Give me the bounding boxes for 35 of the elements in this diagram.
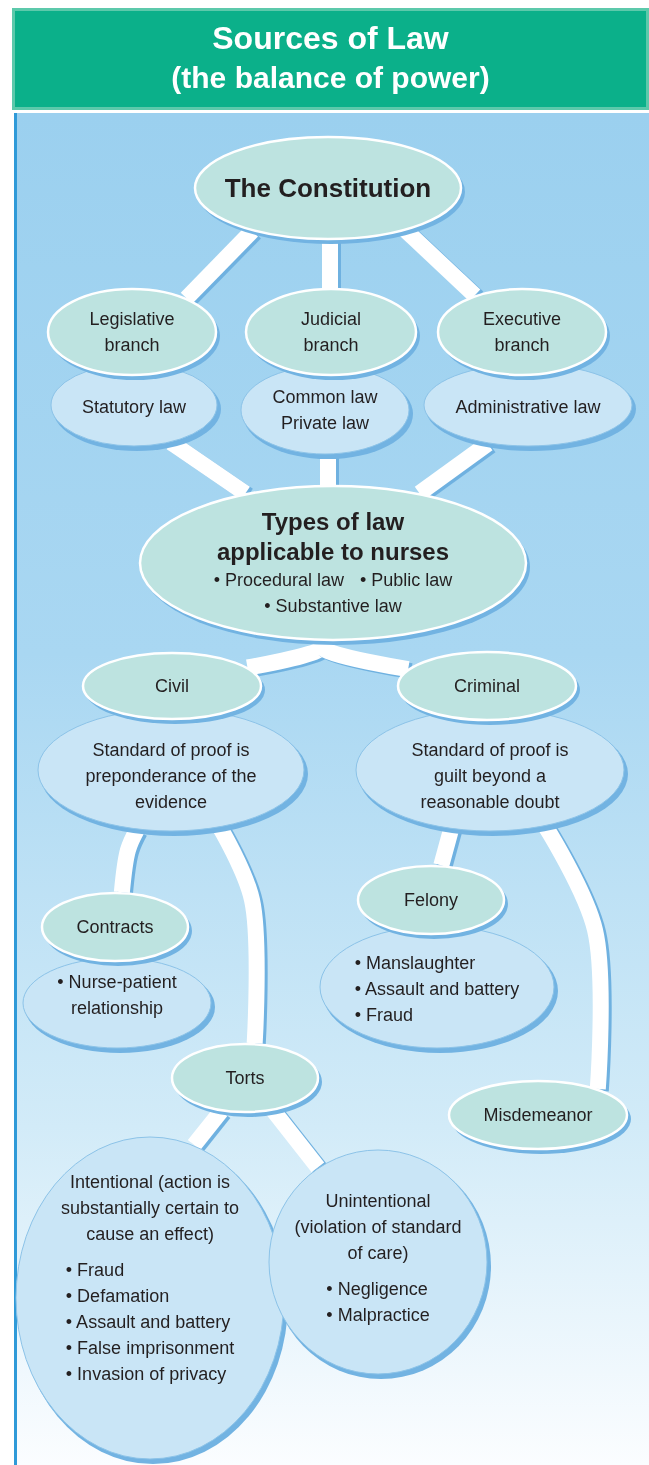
node-label: Felony (404, 889, 458, 912)
node-label: Civil (155, 675, 189, 698)
node-title: Types of law applicable to nurses (215, 507, 451, 567)
node-label: Torts (225, 1067, 265, 1090)
bullet-item: • Fraud (65, 1259, 125, 1282)
bullet-item: • Fraud (354, 1004, 414, 1027)
bullet-item: • Negligence (326, 1278, 428, 1301)
bullet-item: • False imprisonment (65, 1337, 235, 1360)
node-label: Criminal (454, 675, 520, 698)
bullet-item: • Assault and battery (65, 1311, 231, 1334)
node-label: Executive branch (481, 308, 562, 357)
node-label: Administrative law (455, 396, 601, 419)
bullet-item: • Procedural law (213, 569, 344, 592)
node-label: Intentional (action is substantially certain to cause an effect) (59, 1171, 241, 1246)
subtitle: (the balance of power) (170, 60, 491, 96)
bullet-item: • Assault and battery (354, 978, 520, 1001)
node-label: Private law (281, 412, 369, 435)
node-label: Standard of proof is guilt beyond a reasonable doubt (410, 739, 570, 814)
bullet-item: • Invasion of privacy (65, 1363, 227, 1386)
bullet-item: • Defamation (65, 1285, 170, 1308)
bullet-item: • Public law (360, 569, 453, 592)
node-label: Legislative branch (88, 308, 176, 357)
node-title: The Constitution (224, 173, 432, 203)
bullet-item: • Substantive law (264, 595, 402, 618)
node-label: Misdemeanor (483, 1104, 593, 1127)
node-label: Common law (272, 386, 378, 409)
bullet-item: • Manslaughter (354, 952, 476, 975)
node-label: • Nurse-patient relationship (56, 971, 178, 1020)
node-label: Judicial branch (300, 308, 362, 357)
node-label: Contracts (76, 916, 154, 939)
bullet-item: • Malpractice (326, 1304, 430, 1327)
title: Sources of Law (211, 20, 450, 56)
node-label: Unintentional (violation of standard of care) (293, 1190, 463, 1265)
node-label: Standard of proof is preponderance of the evidence (84, 739, 258, 814)
node-label: Statutory law (81, 396, 186, 419)
